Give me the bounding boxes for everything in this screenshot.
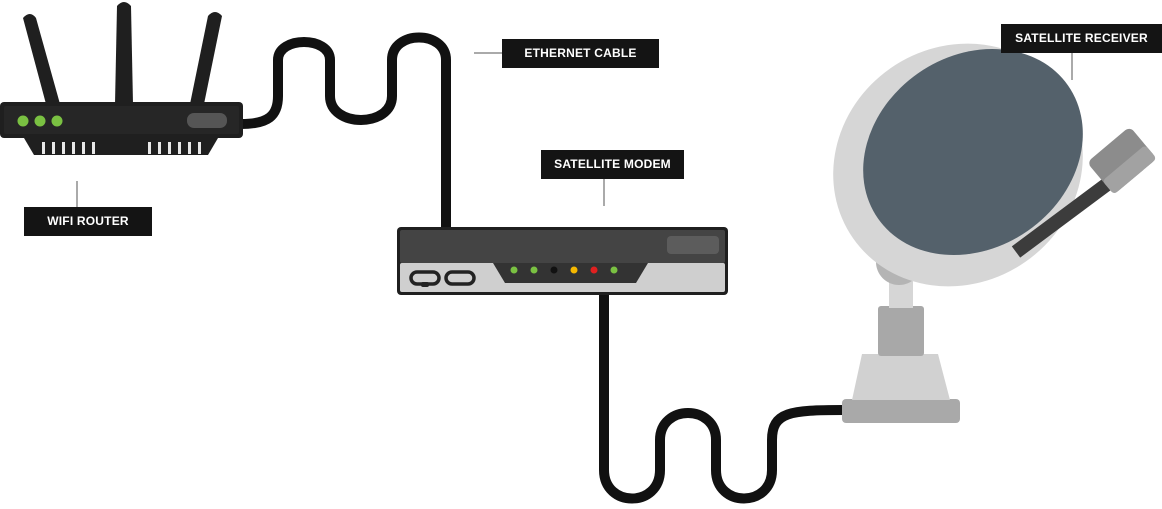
label-satellite-receiver: SATELLITE RECEIVER — [1001, 24, 1162, 53]
coax-cable — [599, 287, 849, 504]
modem-led-panel — [493, 263, 648, 283]
dish-base-plate — [842, 399, 960, 423]
label-satellite-modem: SATELLITE MODEM — [541, 150, 684, 179]
modem-led — [610, 266, 618, 274]
router-antenna-left — [23, 14, 60, 104]
ethernet-cable — [236, 32, 451, 237]
satellite-modem-icon — [397, 227, 728, 295]
modem-led — [550, 266, 558, 274]
dish-feed-arm — [1011, 170, 1123, 258]
dish-mount — [852, 354, 950, 400]
modem-port — [444, 270, 476, 286]
modem-led — [530, 266, 538, 274]
satellite-dish-icon — [833, 43, 1156, 423]
label-ethernet-cable: ETHERNET CABLE — [502, 39, 659, 68]
router-antenna-right — [190, 12, 222, 104]
modem-led — [570, 266, 578, 274]
modem-led — [510, 266, 518, 274]
wifi-router-icon — [0, 2, 243, 155]
dish-column — [878, 306, 924, 356]
router-led — [51, 115, 63, 127]
label-wifi-router: WIFI ROUTER — [24, 207, 152, 236]
router-led — [34, 115, 46, 127]
dish-reflector — [863, 48, 1083, 256]
dish-lnb — [1089, 128, 1155, 193]
modem-led — [590, 266, 598, 274]
modem-display — [667, 236, 719, 254]
router-led — [17, 115, 29, 127]
router-vents — [42, 142, 201, 154]
router-antenna-middle — [115, 2, 133, 104]
router-button — [187, 113, 227, 128]
